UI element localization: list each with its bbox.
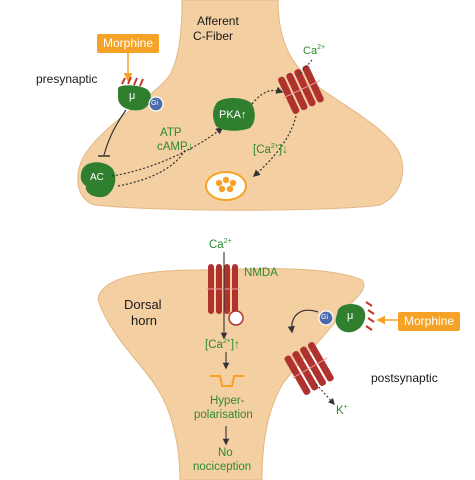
hyper-label-line1: Hyper- (210, 395, 245, 407)
postsynaptic-label: postsynaptic (371, 371, 438, 385)
ca-top-sup: 2+ (317, 44, 326, 51)
channel-to-vesicle-path (252, 115, 297, 177)
gi-label-bottom: Gi (321, 314, 328, 321)
atp-label: ATP (160, 127, 182, 139)
ca-channel-presynaptic (278, 65, 324, 114)
ca-mid-sup: 2+ (223, 238, 232, 245)
gi-to-k-channel-path (287, 309, 319, 334)
ca-post-sup: 2+ (222, 338, 231, 345)
ca-post-label: [Ca2+]↑ (205, 338, 240, 352)
pka-label: PKA↑ (219, 109, 247, 121)
synaptic-vesicle (205, 171, 247, 201)
ca-entry-arrow (297, 59, 313, 77)
nmda-binding-site (228, 310, 244, 326)
atp-path (117, 149, 186, 187)
nmda-label: NMDA (244, 267, 278, 279)
afferent-label-line2: C-Fiber (193, 29, 234, 43)
gi-protein-presynaptic (148, 96, 164, 112)
pka-enzyme (213, 98, 255, 131)
ca-mid-label: Ca2+ (209, 238, 232, 252)
ca-pre-tail: ]↓ (278, 144, 288, 156)
gi-label-top: Gi (151, 100, 158, 107)
ca-label-top: Ca2+ (303, 44, 325, 57)
afferent-label-line1: Afferent (197, 14, 239, 28)
dorsal-label-line2: horn (131, 313, 158, 328)
mu-label-bottom: μ (347, 310, 354, 322)
presynaptic-label: presynaptic (36, 72, 98, 86)
ca-post-base: [Ca (205, 339, 223, 351)
ca-mid-base: Ca (209, 239, 224, 251)
mu-to-ac-inhibition (103, 109, 127, 156)
gi-protein-postsynaptic (318, 310, 334, 326)
k-efflux-arrow (315, 383, 335, 405)
camp-label: cAMP↓ (157, 141, 194, 153)
k-base: K (336, 405, 344, 417)
k-label: K+ (336, 404, 348, 418)
ac-label: AC (90, 172, 104, 183)
adenylyl-cyclase (80, 162, 116, 198)
ca-pre-base: [Ca (253, 144, 271, 156)
mu-receptor-postsynaptic (335, 301, 375, 333)
hyper-label-line2: polarisation (194, 409, 253, 421)
ca-pre-label: [Ca2+]↓ (253, 143, 288, 157)
nmda-receptor-channel (206, 264, 240, 314)
mu-label-top: μ (129, 90, 136, 102)
no-label-line1: No (218, 447, 233, 459)
morphine-box-bottom: Morphine (398, 312, 461, 331)
hyperpolarisation-trace (210, 375, 244, 387)
pka-to-channel-path (251, 86, 284, 105)
ca-pre-sup: 2+ (270, 143, 279, 150)
no-label-line2: nociception (193, 461, 252, 473)
k-channel (284, 342, 334, 395)
morphine-box-top: Morphine (97, 34, 160, 53)
ca-top-base: Ca (303, 45, 318, 57)
ac-to-pka-path (111, 127, 224, 177)
ca-post-tail: ]↑ (230, 339, 240, 351)
dorsal-label-line1: Dorsal (124, 297, 162, 312)
mu-receptor-presynaptic (118, 76, 151, 111)
k-sup: + (343, 404, 348, 411)
